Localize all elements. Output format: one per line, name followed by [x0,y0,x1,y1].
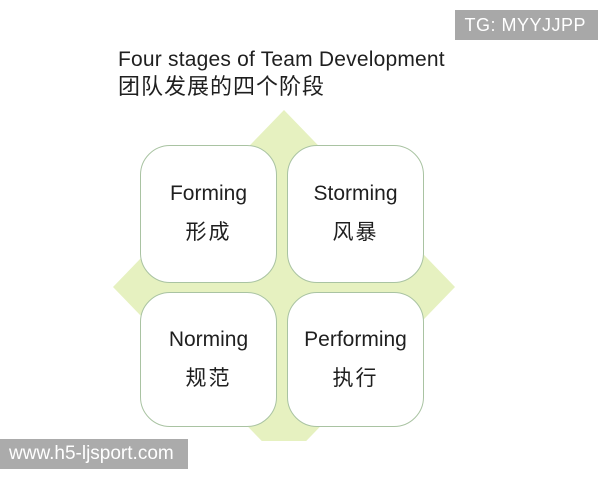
stage-label-en: Performing [304,327,407,351]
stage-box-norming: Norming 规范 [140,292,277,427]
stage-label-zh: 形成 [185,221,232,244]
stage-label-en: Storming [313,182,398,205]
watermark-url: www.h5-ljsport.com [9,443,174,464]
watermark-bar: www.h5-ljsport.com [0,439,188,469]
stage-label-en: Forming [169,182,248,205]
page-title-en: Four stages of Team Development [118,48,445,71]
page-title-zh: 团队发展的四个阶段 [118,74,326,99]
stage-box-performing: Performing 执行 [287,292,424,427]
page-title: Four stages of Team Development 团队发展的四个阶… [118,47,445,100]
stage-label-en: Norming [168,327,249,351]
stage-label-zh: 规范 [185,366,232,390]
stage-label-zh: 执行 [332,366,379,390]
stage-box-storming: Storming 风暴 [287,145,424,283]
stage-box-forming: Forming 形成 [140,145,277,283]
tg-badge-label: TG: MYYJJPP [464,15,586,35]
stage-label-zh: 风暴 [332,221,379,244]
tg-badge: TG: MYYJJPP [455,10,598,40]
